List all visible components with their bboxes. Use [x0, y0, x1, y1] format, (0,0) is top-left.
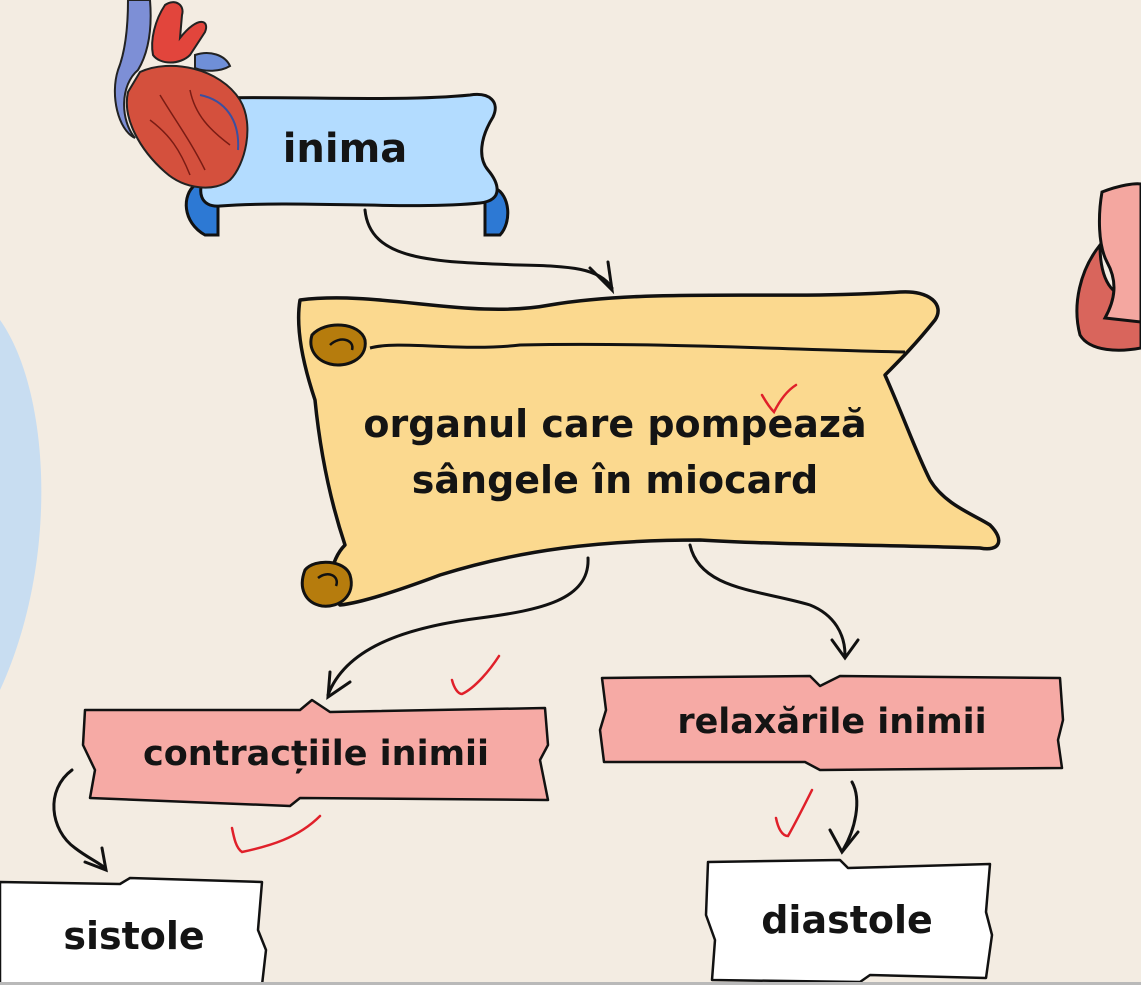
definition-line-1: organul care pompează — [363, 402, 867, 446]
decorative-blue-circle — [0, 320, 42, 690]
arrow-relaxari-to-diastole — [828, 780, 860, 855]
partial-pink-banner — [1075, 182, 1141, 352]
sistole-label: sistole — [63, 914, 205, 958]
inima-label: inima — [282, 126, 408, 172]
diastole-box — [704, 858, 994, 984]
definition-scroll — [296, 290, 1001, 608]
definition-line-2: sângele în miocard — [411, 458, 819, 502]
check-mark-icon — [774, 788, 814, 838]
contractii-label: contracțiile inimii — [142, 734, 490, 774]
relaxari-label: relaxările inimii — [677, 702, 987, 742]
arrow-inima-to-definition — [363, 208, 615, 295]
relaxari-box — [598, 674, 1065, 772]
arrow-contractii-to-sistole — [52, 768, 108, 873]
arrow-definition-to-contractii — [326, 556, 590, 701]
heart-illustration — [113, 0, 249, 189]
diastole-label: diastole — [761, 898, 933, 942]
bottom-edge-line — [0, 982, 1141, 985]
check-mark-icon — [760, 383, 798, 415]
check-mark-icon — [230, 814, 322, 854]
contractii-box — [81, 698, 550, 808]
sistole-box — [0, 876, 268, 985]
arrow-definition-to-relaxari — [688, 543, 860, 661]
check-mark-icon — [450, 654, 501, 696]
